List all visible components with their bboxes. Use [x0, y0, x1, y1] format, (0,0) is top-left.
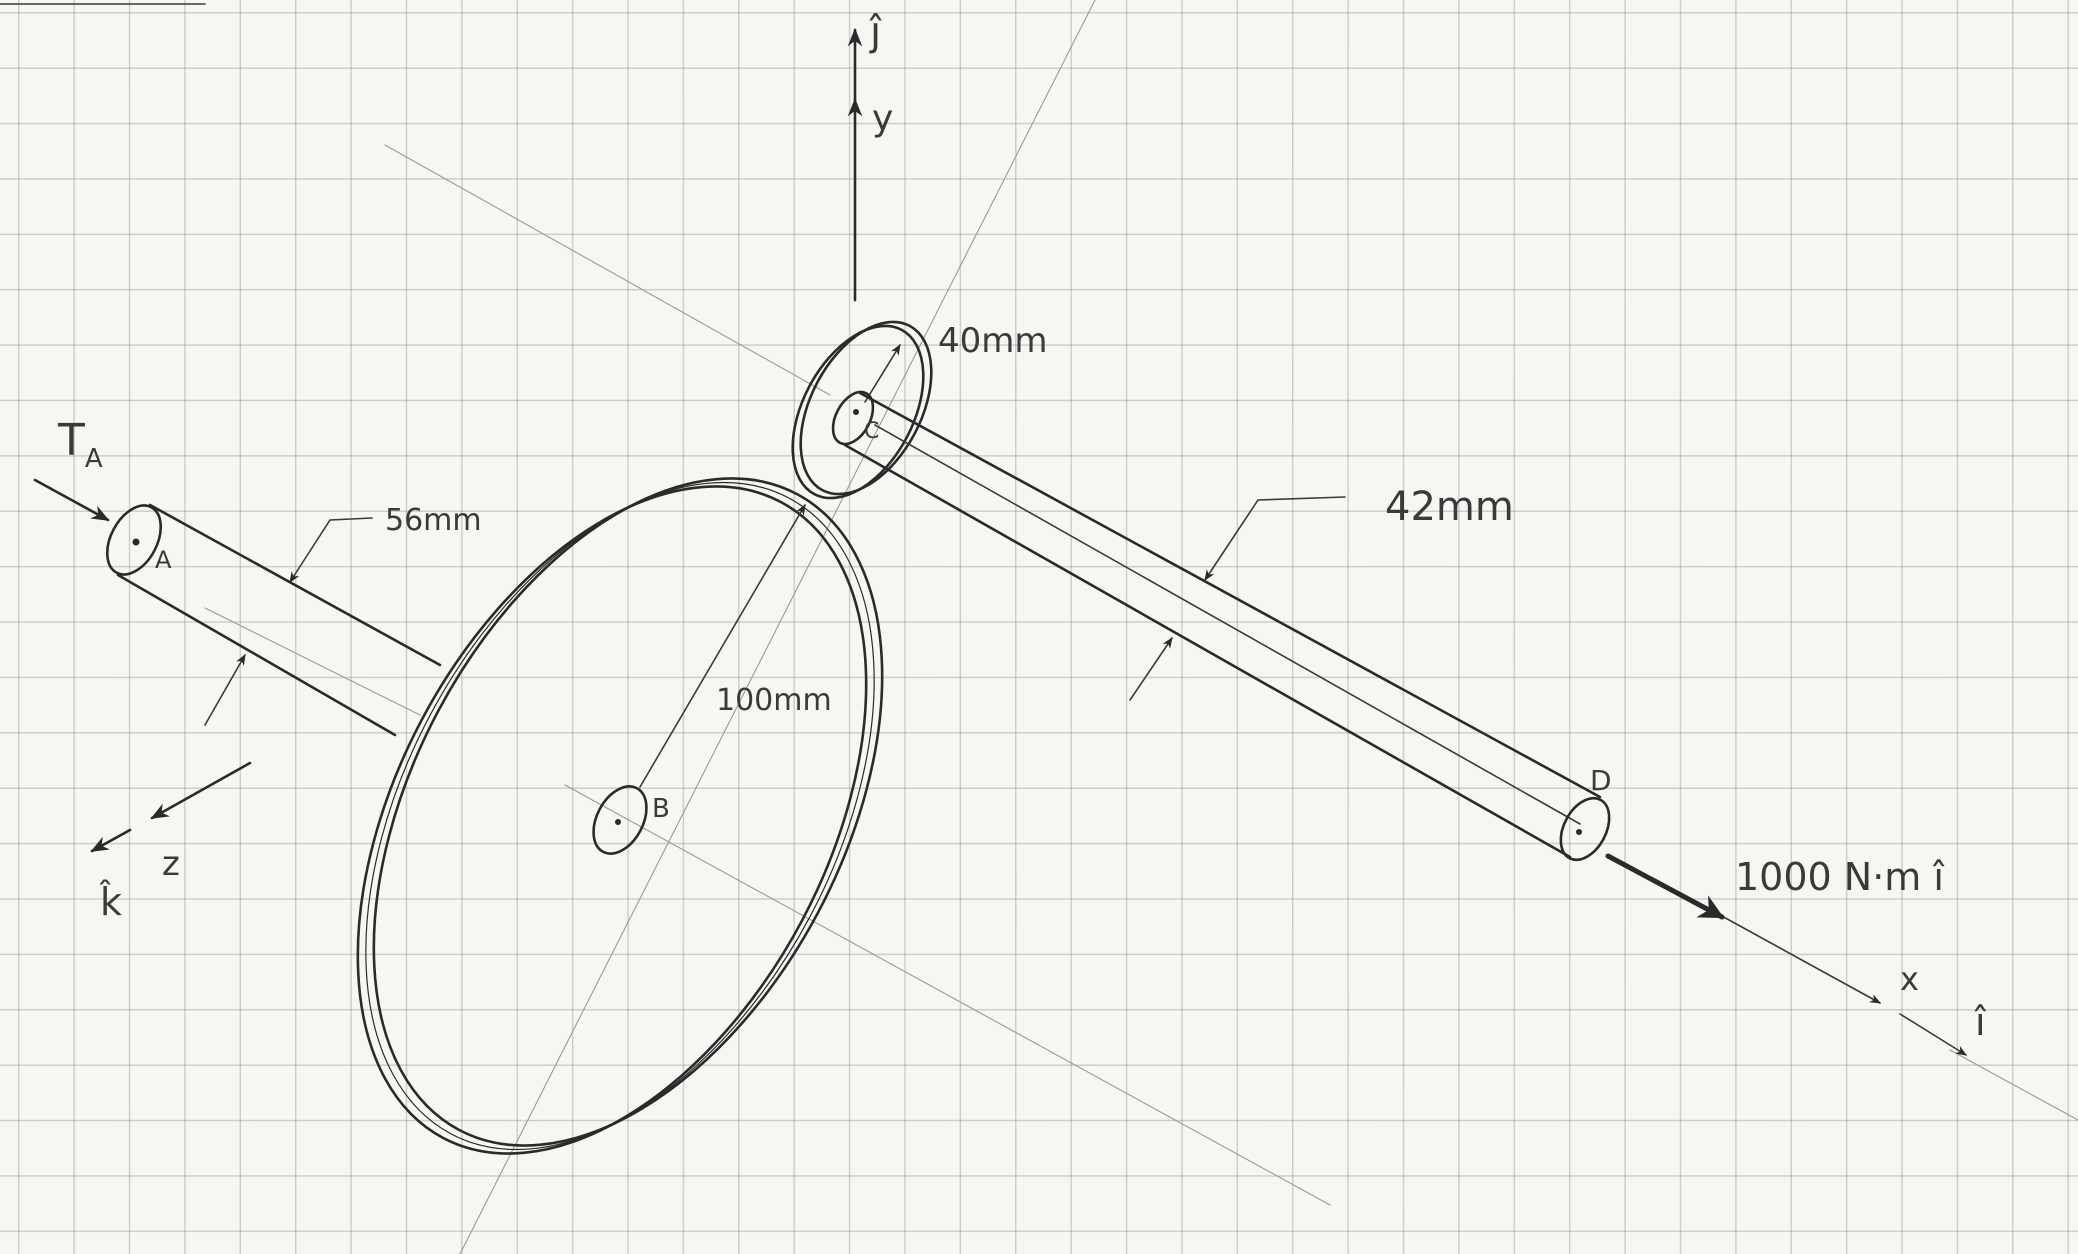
dim-40mm-leader [864, 344, 901, 403]
point-A-label: A [155, 546, 172, 574]
point-C-label: C [864, 419, 879, 444]
dim-gear-C-label: 40mm [938, 321, 1048, 361]
dim-56mm-leaders [204, 517, 373, 726]
point-B-label: B [652, 794, 670, 824]
shaft-AB [105, 503, 442, 737]
construction-lines [204, 0, 2078, 1254]
dim-100mm-leader [639, 504, 806, 788]
dim-42mm-leaders [1129, 496, 1346, 701]
y-hat-label: ĵ [869, 9, 882, 55]
dim-CD-label: 42mm [1385, 484, 1514, 530]
torque-D-arrow [1605, 853, 1725, 920]
gear-B [356, 477, 884, 1155]
torque-A-arrow [33, 478, 110, 522]
gear-C [791, 320, 933, 500]
y-axis-label: y [872, 98, 893, 139]
dim-AB-label: 56mm [385, 503, 482, 538]
shaft-CD [831, 390, 1611, 862]
dim-gear-B-label: 100mm [716, 683, 832, 718]
z-axis-label: z [162, 844, 180, 884]
point-D-label: D [1590, 764, 1612, 797]
x-hat-label: î [1974, 1000, 1987, 1044]
torque-D-label: 1000 N·m î [1735, 855, 1945, 899]
torque-A-label: TA [57, 415, 103, 474]
x-axis [1719, 914, 1967, 1056]
z-axis [90, 761, 252, 853]
x-axis-label: x [1900, 960, 1919, 998]
z-hat-label: k̂ [99, 880, 122, 924]
